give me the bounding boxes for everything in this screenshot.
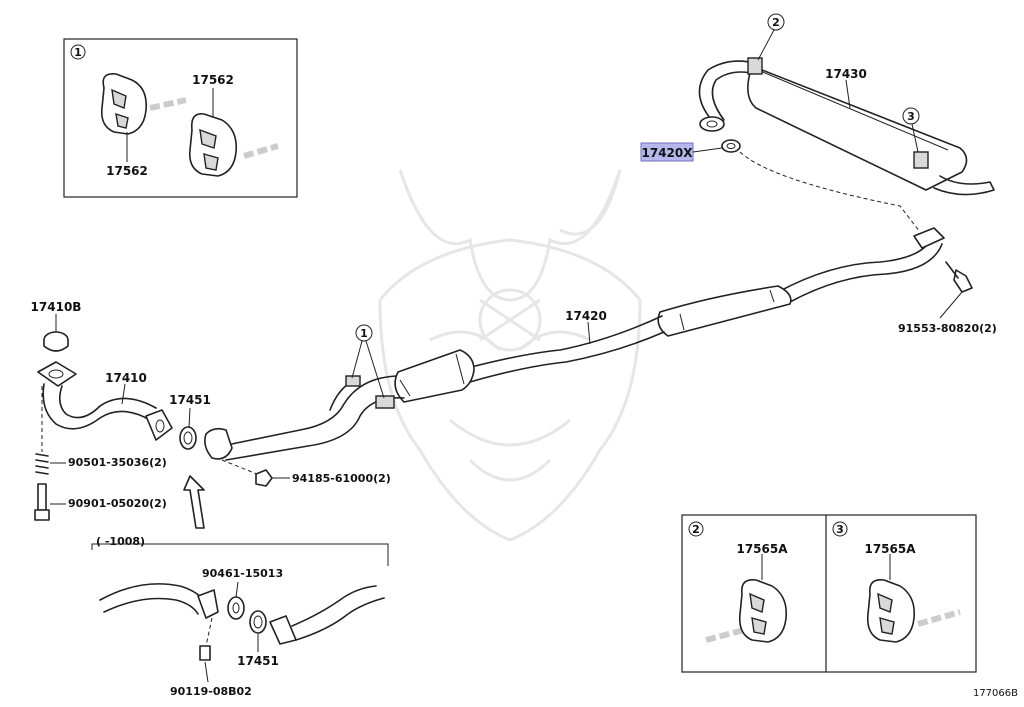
part-label-17410b: 17410B: [31, 300, 82, 314]
direction-arrow: [183, 475, 205, 529]
part-label-17565a-box3: 17565A: [864, 542, 916, 556]
part-label-90901: 90901-05020(2): [68, 497, 167, 510]
spring-90501: 90501-35036(2): [35, 453, 167, 475]
part-label-17562-b: 17562: [192, 73, 234, 87]
part-label-17451-b: 17451: [237, 654, 279, 668]
center-pipe-17420: 17420 1: [204, 227, 945, 461]
callout-3-box: 3: [836, 523, 844, 536]
diagram-id: 177066B: [973, 688, 1018, 699]
gasket-17451-main: 17451: [169, 393, 211, 450]
nut-94185: 94185-61000(2): [221, 459, 391, 487]
part-label-91553: 91553-80820(2): [898, 322, 997, 335]
highlighted-part-17420x[interactable]: 17420X: [640, 142, 723, 162]
callout-1-main: 1: [360, 327, 368, 340]
watermark-emblem: [378, 169, 642, 542]
callout-1-box: 1: [74, 46, 82, 59]
hanger-17562-b: [188, 113, 238, 177]
part-label-17430: 17430: [825, 67, 867, 81]
front-pipe-17410: 17410B 17410: [31, 300, 173, 452]
hanger-17562-a: [100, 72, 148, 135]
part-label-90501: 90501-35036(2): [68, 456, 167, 469]
bolt-90901: 90901-05020(2): [34, 483, 167, 521]
bolt-91553: 91553-80820(2): [898, 261, 997, 335]
callout-2-box: 2: [692, 523, 700, 536]
part-label-90119: 90119-08B02: [170, 685, 252, 698]
detail-box-1: 1 17562 17562: [63, 38, 298, 198]
part-label-17410: 17410: [105, 371, 147, 385]
variant-section: ( -1008) 90461-15013 17451 90119-08B02: [91, 535, 389, 698]
part-label-17420x: 17420X: [642, 146, 694, 160]
part-label-17420: 17420: [565, 309, 607, 323]
tail-pipe-assembly-17430: 17430 2 3: [698, 13, 995, 196]
detail-box-2-3: 2 3 17565A 17565A: [681, 514, 977, 673]
callout-3-main: 3: [907, 110, 915, 123]
variant-note: ( -1008): [96, 535, 145, 548]
part-label-17562-a: 17562: [106, 164, 148, 178]
part-label-94185: 94185-61000(2): [292, 472, 391, 485]
part-label-17451-a: 17451: [169, 393, 211, 407]
part-label-90461: 90461-15013: [202, 567, 283, 580]
part-label-17565a-box2: 17565A: [736, 542, 788, 556]
callout-2-main: 2: [772, 16, 780, 29]
